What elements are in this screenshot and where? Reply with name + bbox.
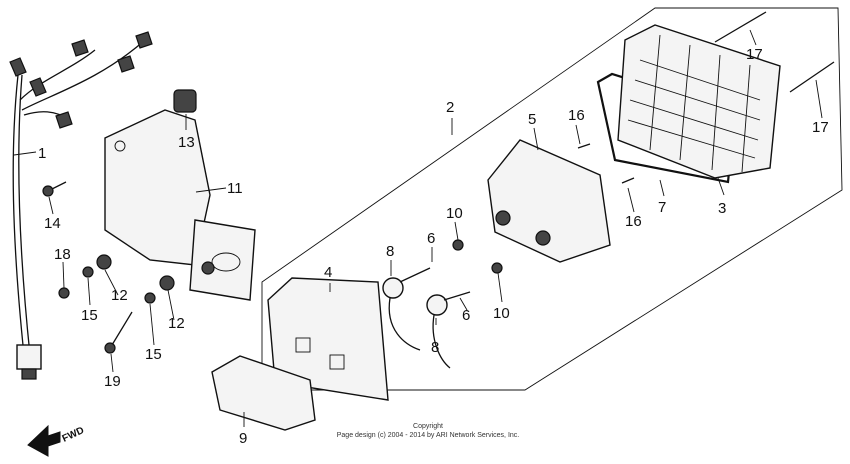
mounting-bracket (104, 109, 256, 301)
callout-17b: 17 (812, 119, 829, 136)
callout-6a: 6 (427, 230, 435, 247)
bulb-sockets (382, 267, 471, 369)
socket-hole (495, 210, 511, 226)
callout-19: 19 (104, 373, 121, 390)
grille-mesh (627, 34, 761, 173)
callout-14: 14 (44, 215, 61, 232)
wiring-harness (9, 31, 153, 380)
callout-7: 7 (658, 199, 666, 216)
cover-grille (617, 24, 781, 179)
callout-12b: 12 (168, 315, 185, 332)
callout-8b: 8 (431, 339, 439, 356)
copyright-line-1: Copyright (413, 423, 443, 430)
fwd-arrow: FWD (27, 424, 86, 457)
screw (621, 177, 635, 184)
callout-2: 2 (446, 99, 454, 116)
callout-15a: 15 (81, 307, 98, 324)
callout-11: 11 (227, 180, 243, 197)
callout-13: 13 (178, 134, 195, 151)
reflector-base (487, 139, 611, 263)
callout-8a: 8 (386, 243, 394, 260)
callout-9: 9 (239, 430, 247, 447)
socket-hole (535, 230, 551, 246)
callout-18: 18 (54, 246, 71, 263)
fwd-label: FWD (61, 425, 86, 445)
callout-1: 1 (38, 145, 46, 162)
callout-12a: 12 (111, 287, 128, 304)
gasket-plate (211, 355, 316, 431)
callout-4: 4 (324, 264, 332, 281)
callout-16a: 16 (568, 107, 585, 124)
callout-15b: 15 (145, 346, 162, 363)
leader-lines (13, 29, 823, 427)
long-screw (789, 61, 835, 93)
callout-17a: 17 (746, 46, 763, 63)
copyright-line-2: Page design (c) 2004 - 2014 by ARI Netwo… (337, 432, 520, 439)
rubber-spacer (173, 89, 197, 113)
callout-3: 3 (718, 200, 726, 217)
screw (577, 143, 591, 149)
callout-6b: 6 (462, 307, 470, 324)
long-screw (714, 11, 767, 43)
callout-5: 5 (528, 111, 536, 128)
bulb (491, 262, 503, 274)
callout-16b: 16 (625, 213, 642, 230)
callout-10a: 10 (446, 205, 463, 222)
callout-10b: 10 (493, 305, 510, 322)
bulb (452, 239, 464, 251)
small-hardware (42, 181, 175, 354)
